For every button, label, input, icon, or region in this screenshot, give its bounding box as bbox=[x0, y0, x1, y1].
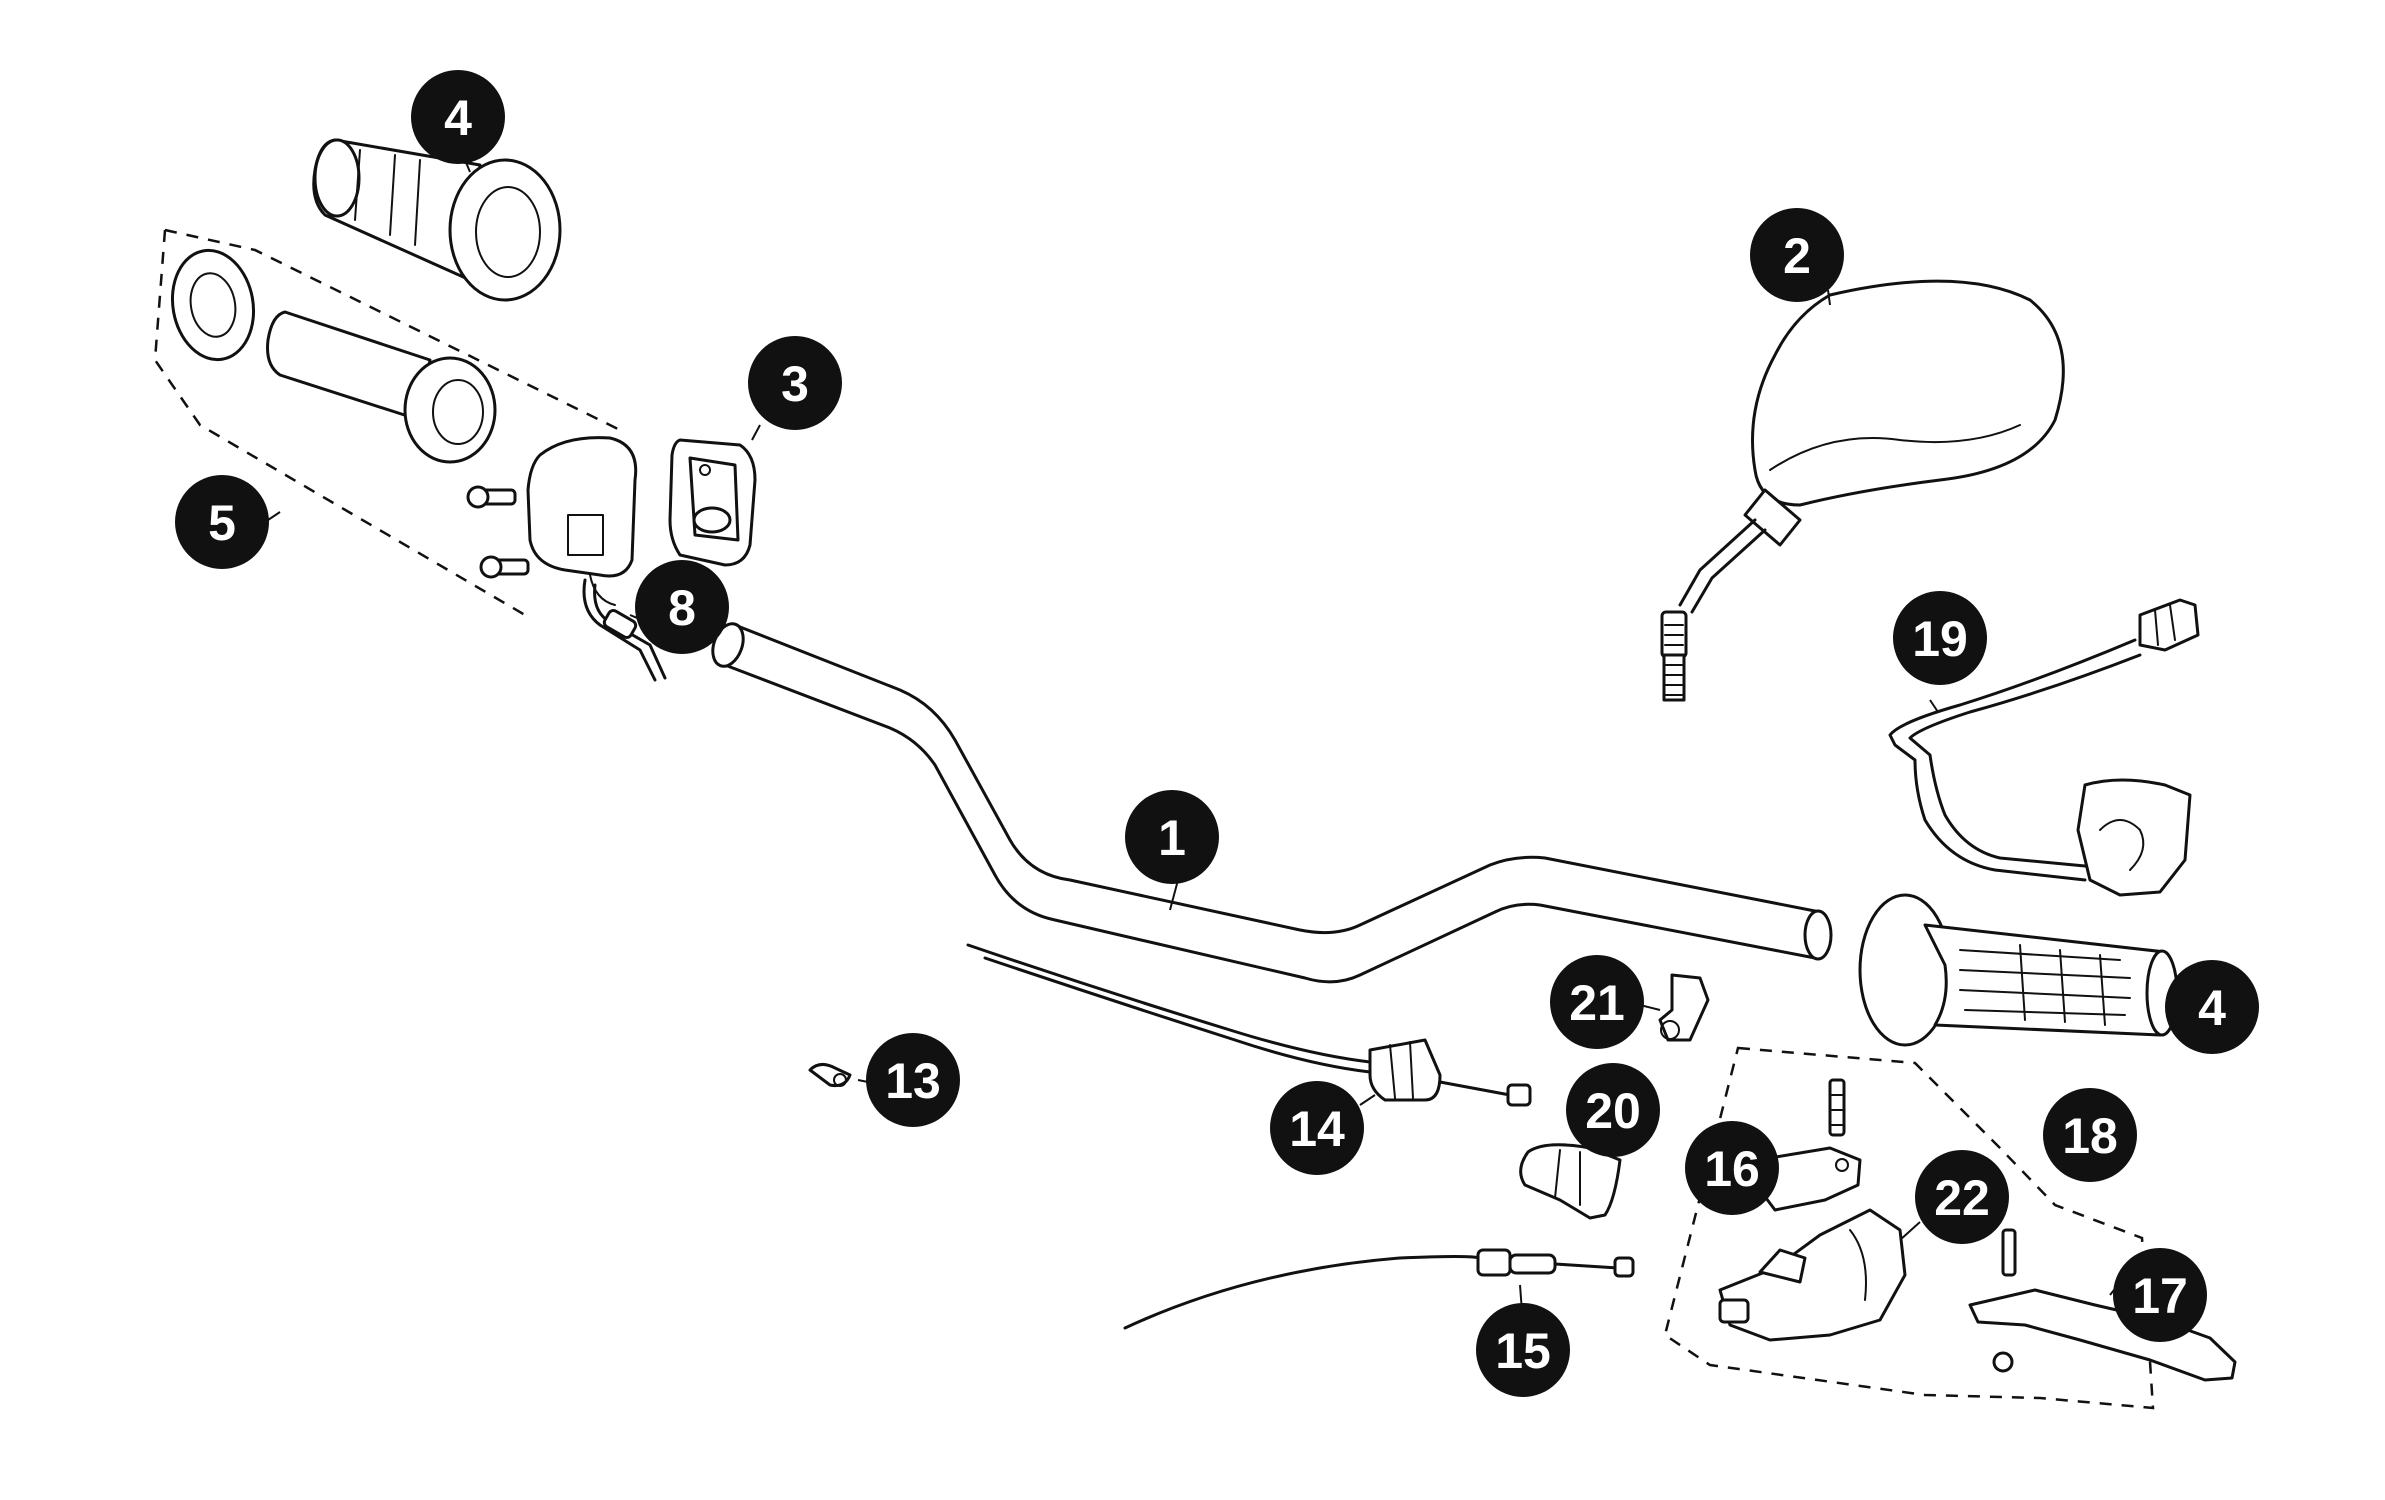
clutch-perch bbox=[1718, 1208, 1907, 1342]
callout-13-label: 13 bbox=[885, 1053, 941, 1109]
callout-18: 18 bbox=[2043, 1088, 2137, 1182]
clutch-lever bbox=[1968, 1228, 2237, 1382]
callout-1: 1 bbox=[1125, 790, 1219, 884]
lower-cable bbox=[1123, 1248, 1635, 1330]
callout-16: 16 bbox=[1685, 1121, 1779, 1215]
callout-4-right-label: 4 bbox=[2198, 980, 2226, 1036]
callout-5: 5 bbox=[175, 475, 269, 569]
callout-22: 22 bbox=[1915, 1150, 2009, 1244]
throttle-housing bbox=[526, 436, 638, 606]
callout-15-label: 15 bbox=[1495, 1323, 1551, 1379]
callout-20-label: 20 bbox=[1585, 1083, 1641, 1139]
dust-cover bbox=[1519, 1143, 1622, 1220]
left-grip bbox=[312, 138, 562, 302]
switch-wiring bbox=[1888, 598, 2200, 897]
callout-8: 8 bbox=[635, 560, 729, 654]
lever-assembly-group bbox=[1663, 1046, 2155, 1410]
throttle-tube-assembly bbox=[153, 228, 621, 617]
callout-13: 13 bbox=[866, 1033, 960, 1127]
callout-22-label: 22 bbox=[1934, 1170, 1990, 1226]
throttle-cable bbox=[582, 578, 667, 682]
cable-clip bbox=[1658, 973, 1710, 1042]
callout-4-right: 4 bbox=[2165, 960, 2259, 1054]
callout-19: 19 bbox=[1893, 591, 1987, 685]
callout-18-label: 18 bbox=[2062, 1108, 2118, 1164]
housing-screws bbox=[466, 485, 530, 579]
switch-cover bbox=[668, 438, 757, 567]
callout-17-label: 17 bbox=[2132, 1268, 2188, 1324]
mirror bbox=[1660, 279, 2065, 702]
handlebar bbox=[711, 622, 1833, 984]
callout-4-top-label: 4 bbox=[444, 90, 472, 146]
callout-19-label: 19 bbox=[1912, 611, 1968, 667]
right-grip bbox=[1858, 893, 2179, 1047]
callout-21: 21 bbox=[1550, 955, 1644, 1049]
callout-14: 14 bbox=[1270, 1081, 1364, 1175]
callout-3-label: 3 bbox=[781, 356, 809, 412]
callout-2: 2 bbox=[1750, 208, 1844, 302]
callout-16-label: 16 bbox=[1704, 1141, 1760, 1197]
callout-21-label: 21 bbox=[1569, 975, 1625, 1031]
clutch-cable bbox=[966, 943, 1532, 1107]
callout-20: 20 bbox=[1566, 1063, 1660, 1157]
small-clip bbox=[808, 1063, 852, 1087]
callout-14-label: 14 bbox=[1289, 1101, 1345, 1157]
callout-2-label: 2 bbox=[1783, 228, 1811, 284]
callout-5-label: 5 bbox=[208, 495, 236, 551]
callout-3: 3 bbox=[748, 336, 842, 430]
callout-4-top: 4 bbox=[411, 70, 505, 164]
callout-15: 15 bbox=[1476, 1303, 1570, 1397]
callout-8-label: 8 bbox=[668, 580, 696, 636]
callout-17: 17 bbox=[2113, 1248, 2207, 1342]
callout-1-label: 1 bbox=[1158, 810, 1186, 866]
